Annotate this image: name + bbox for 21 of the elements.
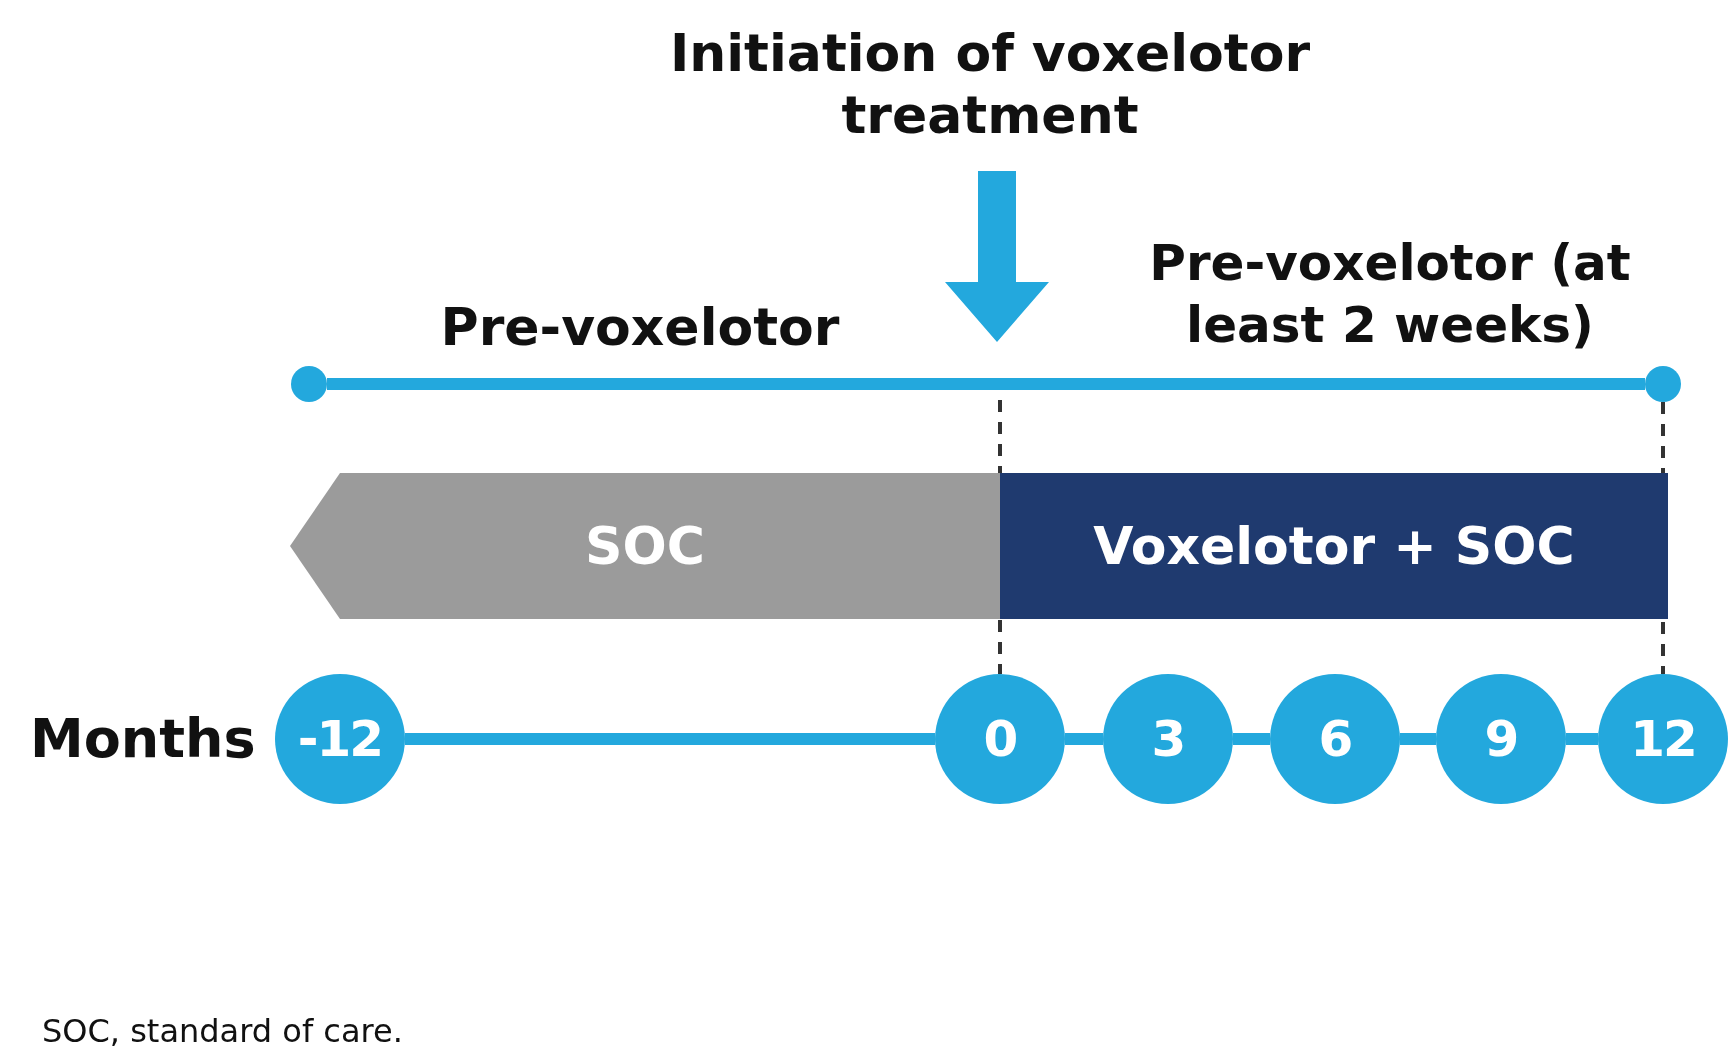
timeline-line <box>405 733 935 745</box>
month-circle: 9 <box>1436 674 1566 804</box>
phase-bar: Voxelotor + SOC <box>1000 473 1668 619</box>
timeline-line <box>327 378 1645 390</box>
timeline-line <box>1233 733 1270 745</box>
month-circle: 0 <box>935 674 1065 804</box>
month-circle: 3 <box>1103 674 1233 804</box>
month-circle: 6 <box>1270 674 1400 804</box>
month-circle: 12 <box>1598 674 1728 804</box>
timeline-endpoint <box>1645 366 1681 402</box>
axis-label: Months <box>30 708 257 770</box>
month-circle: -12 <box>275 674 405 804</box>
period-label: Pre-voxelotor <box>439 296 841 358</box>
timeline-line <box>1065 733 1103 745</box>
period-label: Pre-voxelotor (at least 2 weeks) <box>1148 233 1632 356</box>
heading-text: Initiation of voxelotor treatment <box>668 22 1312 146</box>
timeline-line <box>1566 733 1598 745</box>
timeline-endpoint <box>291 366 327 402</box>
footnote: SOC, standard of care. <box>42 1012 403 1050</box>
phase-arrow-bar: SOC <box>290 473 1000 619</box>
timeline-line <box>1400 733 1436 745</box>
